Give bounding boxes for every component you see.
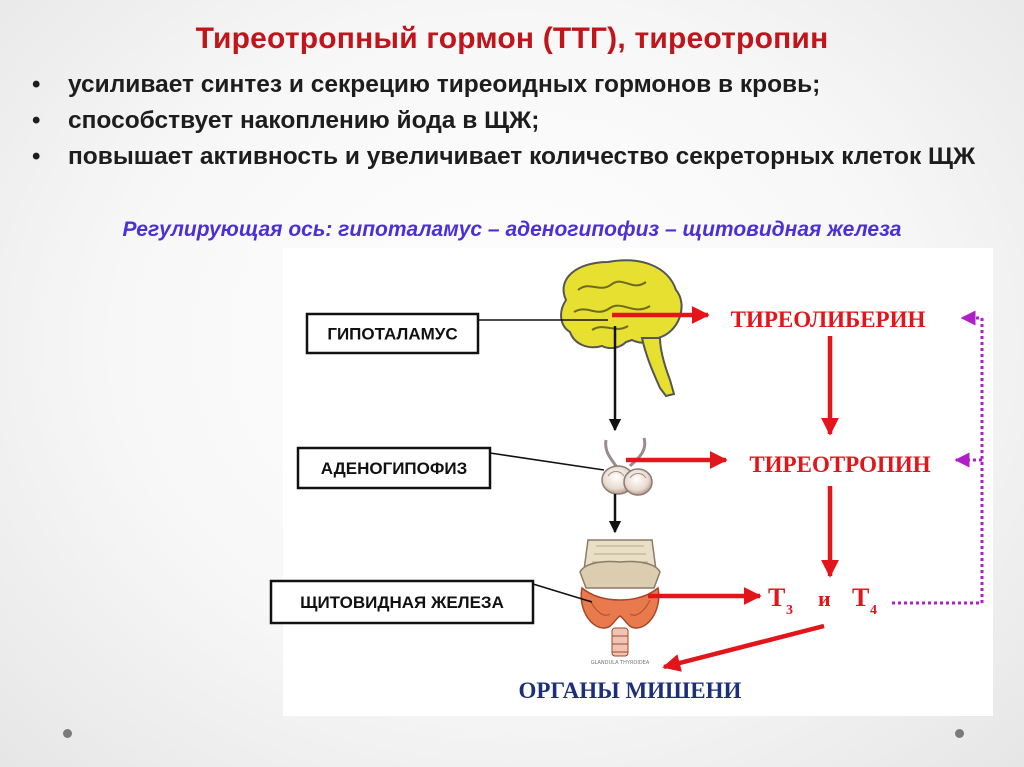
regulation-axis-subtitle: Регулирующая ось: гипоталамус – аденогип… xyxy=(122,218,902,241)
hypothalamus-label: ГИПОТАЛАМУС xyxy=(327,325,457,344)
bullet-item: • способствует накоплению йода в ЩЖ; xyxy=(24,106,1004,136)
bullet-item: • усиливает синтез и секрецию тиреоидных… xyxy=(24,70,1004,100)
bullet-dot-icon: • xyxy=(32,107,41,134)
brain-icon xyxy=(560,259,683,398)
pituitary-gland-icon xyxy=(601,437,653,496)
negative-feedback-loop xyxy=(892,310,984,605)
bullet-dot-icon: • xyxy=(32,71,41,98)
thyroid-label: ЩИТОВИДНАЯ ЖЕЛЕЗА xyxy=(300,593,504,612)
bottom-left-dot xyxy=(63,729,72,738)
t3-subscript: 3 xyxy=(786,603,793,618)
bullet-text: повышает активность и увеличивает количе… xyxy=(68,143,976,170)
thyroid-caption: GLANDULA THYROIDEA xyxy=(591,660,650,666)
bullet-list: • усиливает синтез и секрецию тиреоидных… xyxy=(24,70,1004,178)
adenohypophysis-box: АДЕНОГИПОФИЗ xyxy=(296,446,492,490)
bottom-right-dot xyxy=(955,729,964,738)
thyroliberin-label: ТИРЕОЛИБЕРИН xyxy=(731,307,926,332)
bullet-text: усиливает синтез и секрецию тиреоидных г… xyxy=(68,71,821,98)
t4-letter: Т xyxy=(852,583,869,612)
adenohypophysis-pointer xyxy=(489,452,605,471)
thyroid-pointer xyxy=(532,583,593,603)
bullet-dot-icon: • xyxy=(32,143,41,170)
thyrotropin-label: ТИРЕОТРОПИН xyxy=(749,452,930,477)
bullet-text: способствует накоплению йода в ЩЖ; xyxy=(68,107,540,134)
t4-subscript: 4 xyxy=(870,603,877,618)
t3t4-to-targets-arrow xyxy=(662,623,825,672)
t3-letter: Т xyxy=(768,583,785,612)
target-organs-label: ОРГАНЫ МИШЕНИ xyxy=(519,678,742,703)
thyroid-gland-icon xyxy=(579,539,661,657)
thyroid-box: ЩИТОВИДНАЯ ЖЕЛЕЗА xyxy=(269,579,535,625)
bullet-item: • повышает активность и увеличивает коли… xyxy=(24,142,1004,172)
and-word: и xyxy=(818,586,831,611)
t3-t4-label: Т 3 и Т 4 xyxy=(768,583,877,618)
slide-title: Тиреотропный гормон (ТТГ), тиреотропин xyxy=(195,22,829,55)
hypothalamus-box: ГИПОТАЛАМУС xyxy=(305,312,480,355)
adenohypophysis-label: АДЕНОГИПОФИЗ xyxy=(321,459,468,478)
